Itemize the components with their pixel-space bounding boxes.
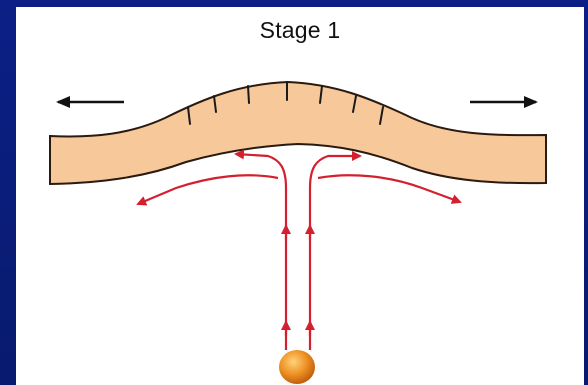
flow-left-upper — [236, 154, 286, 350]
fracture-tick — [248, 86, 249, 103]
flow-left-outer — [138, 175, 278, 204]
plume-ball-icon — [279, 350, 315, 384]
mantle-flow-arrows — [138, 154, 460, 350]
crust-slab — [50, 82, 546, 184]
flow-right-outer — [318, 175, 460, 202]
flow-right-upper — [310, 156, 360, 350]
